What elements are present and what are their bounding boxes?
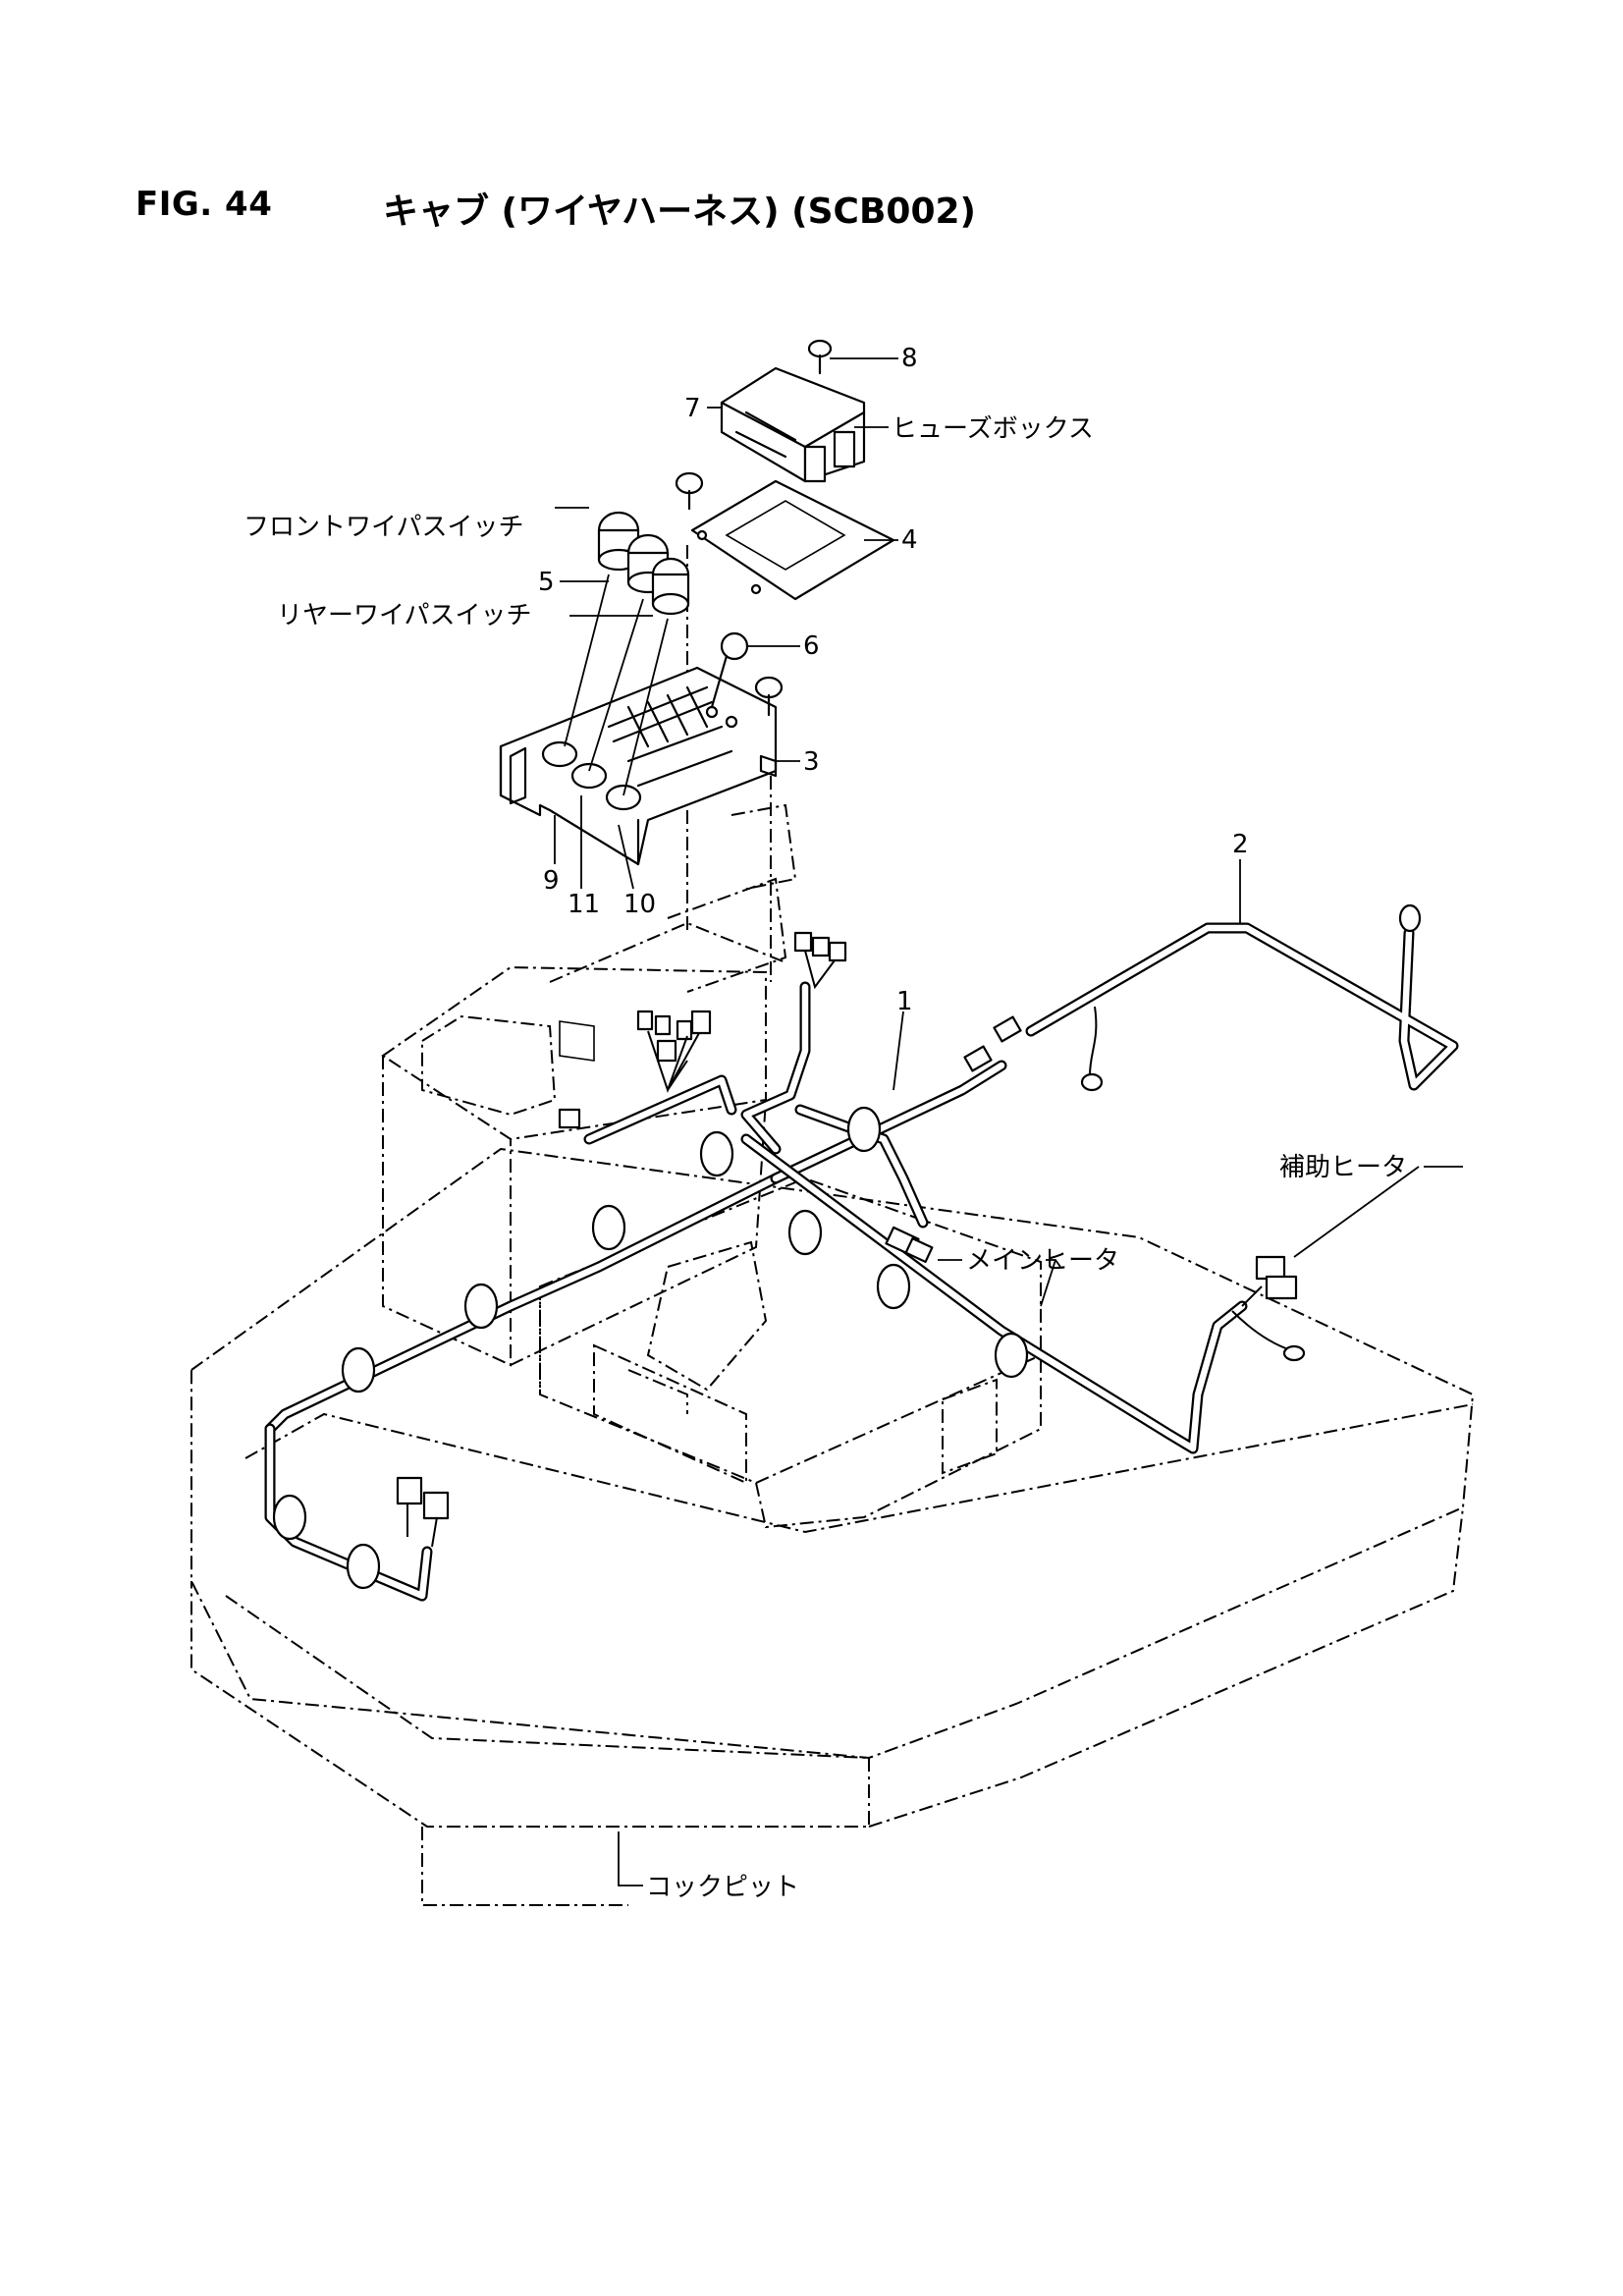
battery-connectors [558,931,847,1129]
part-number-8: 8 [901,344,918,373]
front-wiper-switch-label: フロントワイパスイッチ [243,513,523,542]
main-heater-connector [885,1226,934,1263]
part-numbers: 8 7 4 5 6 3 9 11 10 2 1 [538,344,1249,1016]
wiper-switches-part-5 [564,511,690,796]
main-harness-pipe [264,981,1248,1602]
fuse-box-label: ヒューズボックス [892,414,1094,444]
cockpit-label: コックピット [646,1873,799,1902]
part-number-9: 9 [543,866,560,896]
part-number-10: 10 [623,890,656,919]
part-number-4: 4 [901,525,918,555]
aux-heater-label: 補助ヒータ [1279,1153,1407,1182]
part-number-7: 7 [684,394,701,423]
callout-labels: ヒューズボックス フロントワイパスイッチ リヤーワイパスイッチ 補助ヒータ メイ… [243,414,1407,1902]
bracket-plate-part-4 [690,479,895,601]
harness-part-2 [963,903,1459,1092]
part-number-6: 6 [803,631,820,661]
part-leaders [554,357,1463,1886]
figure-title: キャブ (ワイヤハーネス) (SCB002) [383,191,977,232]
rear-wiper-switch-label: リヤーワイパスイッチ [277,601,531,630]
part-number-2: 2 [1232,830,1249,859]
left-connectors [396,1476,450,1548]
part-number-11: 11 [568,890,600,919]
switch-panel-part-3 [499,666,778,866]
part-number-3: 3 [803,747,820,777]
part-number-1: 1 [896,987,913,1016]
harness-clamps [272,1106,1029,1590]
figure-number: FIG. 44 [135,185,273,224]
fuse-box-part-7 [720,366,866,483]
part-number-5: 5 [538,568,555,597]
aux-heater-connector [1231,1255,1306,1362]
main-heater-label: メインヒータ [966,1246,1119,1276]
